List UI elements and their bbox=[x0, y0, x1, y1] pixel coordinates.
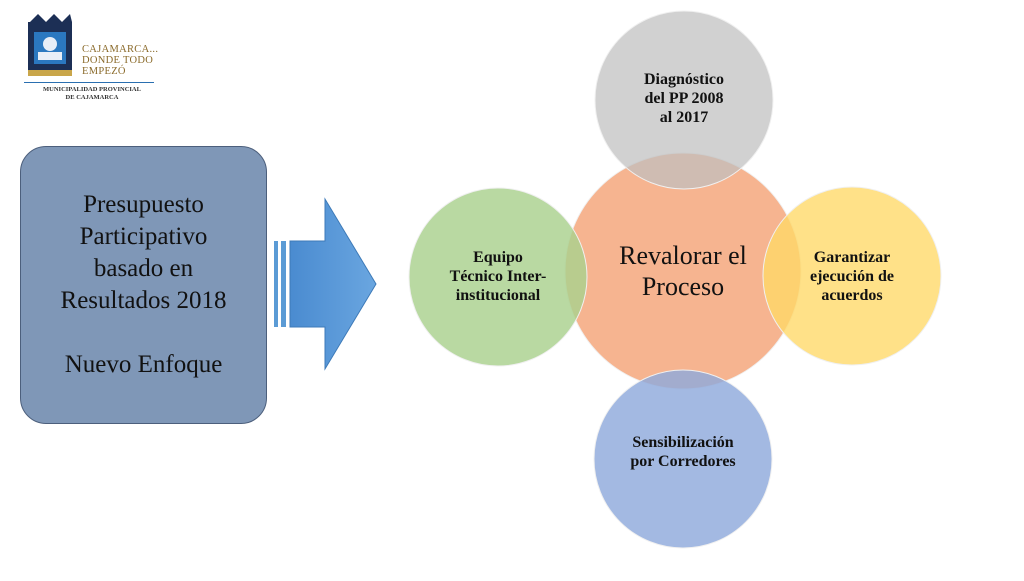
municipal-logo: CAJAMARCA... DONDE TODO EMPEZÓ MUNICIPAL… bbox=[22, 14, 172, 104]
logo-subtitle: MUNICIPALIDAD PROVINCIAL DE CAJAMARCA bbox=[43, 86, 141, 101]
right-label: Garantizar ejecución de acuerdos bbox=[810, 248, 894, 304]
process-diagram: Revalorar el Proceso Diagnóstico del PP … bbox=[400, 0, 970, 576]
top-circle bbox=[594, 10, 774, 190]
logo-divider bbox=[24, 82, 154, 83]
right-circle bbox=[762, 186, 942, 366]
right-arrow-icon bbox=[274, 197, 377, 371]
top-label: Diagnóstico del PP 2008 al 2017 bbox=[644, 70, 724, 126]
title-box-subheading: Nuevo Enfoque bbox=[64, 351, 223, 378]
center-label: Revalorar el Proceso bbox=[619, 241, 747, 301]
title-box: Presupuesto Participativo basado en Resu… bbox=[20, 146, 267, 424]
left-label: Equipo Técnico Inter- institucional bbox=[449, 248, 547, 304]
bottom-label: Sensibilización por Corredores bbox=[630, 434, 736, 470]
title-box-heading: Presupuesto Participativo basado en Resu… bbox=[60, 191, 227, 314]
left-circle bbox=[408, 187, 588, 367]
bottom-circle bbox=[593, 369, 773, 549]
coat-of-arms-icon bbox=[28, 14, 72, 76]
logo-title: CAJAMARCA... DONDE TODO EMPEZÓ bbox=[82, 44, 159, 77]
diagram-shapes bbox=[408, 10, 942, 549]
